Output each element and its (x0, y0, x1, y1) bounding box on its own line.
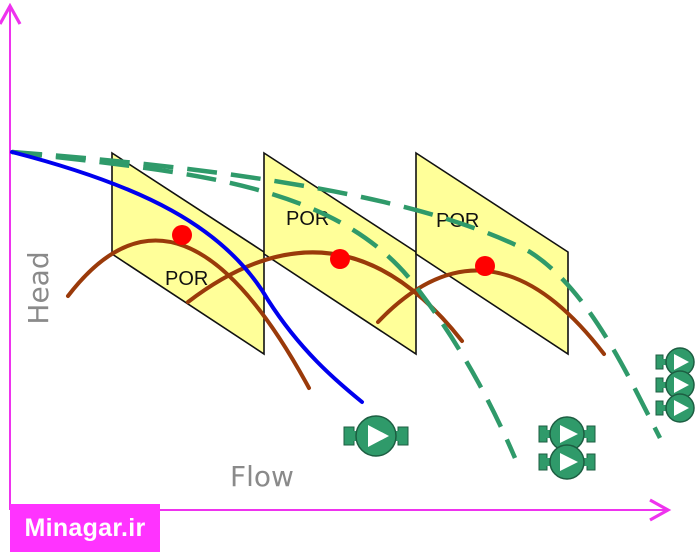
brand-watermark: Minagar.ir (10, 504, 160, 552)
bep-point-1 (172, 225, 192, 245)
bep-point-3 (475, 256, 495, 276)
y-axis-label: Head (22, 251, 55, 324)
three-pumps-parallel-icon (655, 347, 695, 423)
x-axis-label: Flow (230, 460, 294, 493)
brand-text: Minagar.ir (24, 513, 146, 542)
por-region-1 (111, 151, 265, 356)
three-pump-curve (11, 149, 662, 440)
por-region-3 (415, 151, 569, 356)
single-pump-icon (343, 415, 409, 457)
two-pumps-parallel-icon (538, 416, 596, 480)
bep-point-2 (330, 249, 350, 269)
single-pump-curve (10, 150, 364, 404)
efficiency-curve-1 (66, 238, 311, 390)
por-label-1: POR (165, 268, 208, 290)
